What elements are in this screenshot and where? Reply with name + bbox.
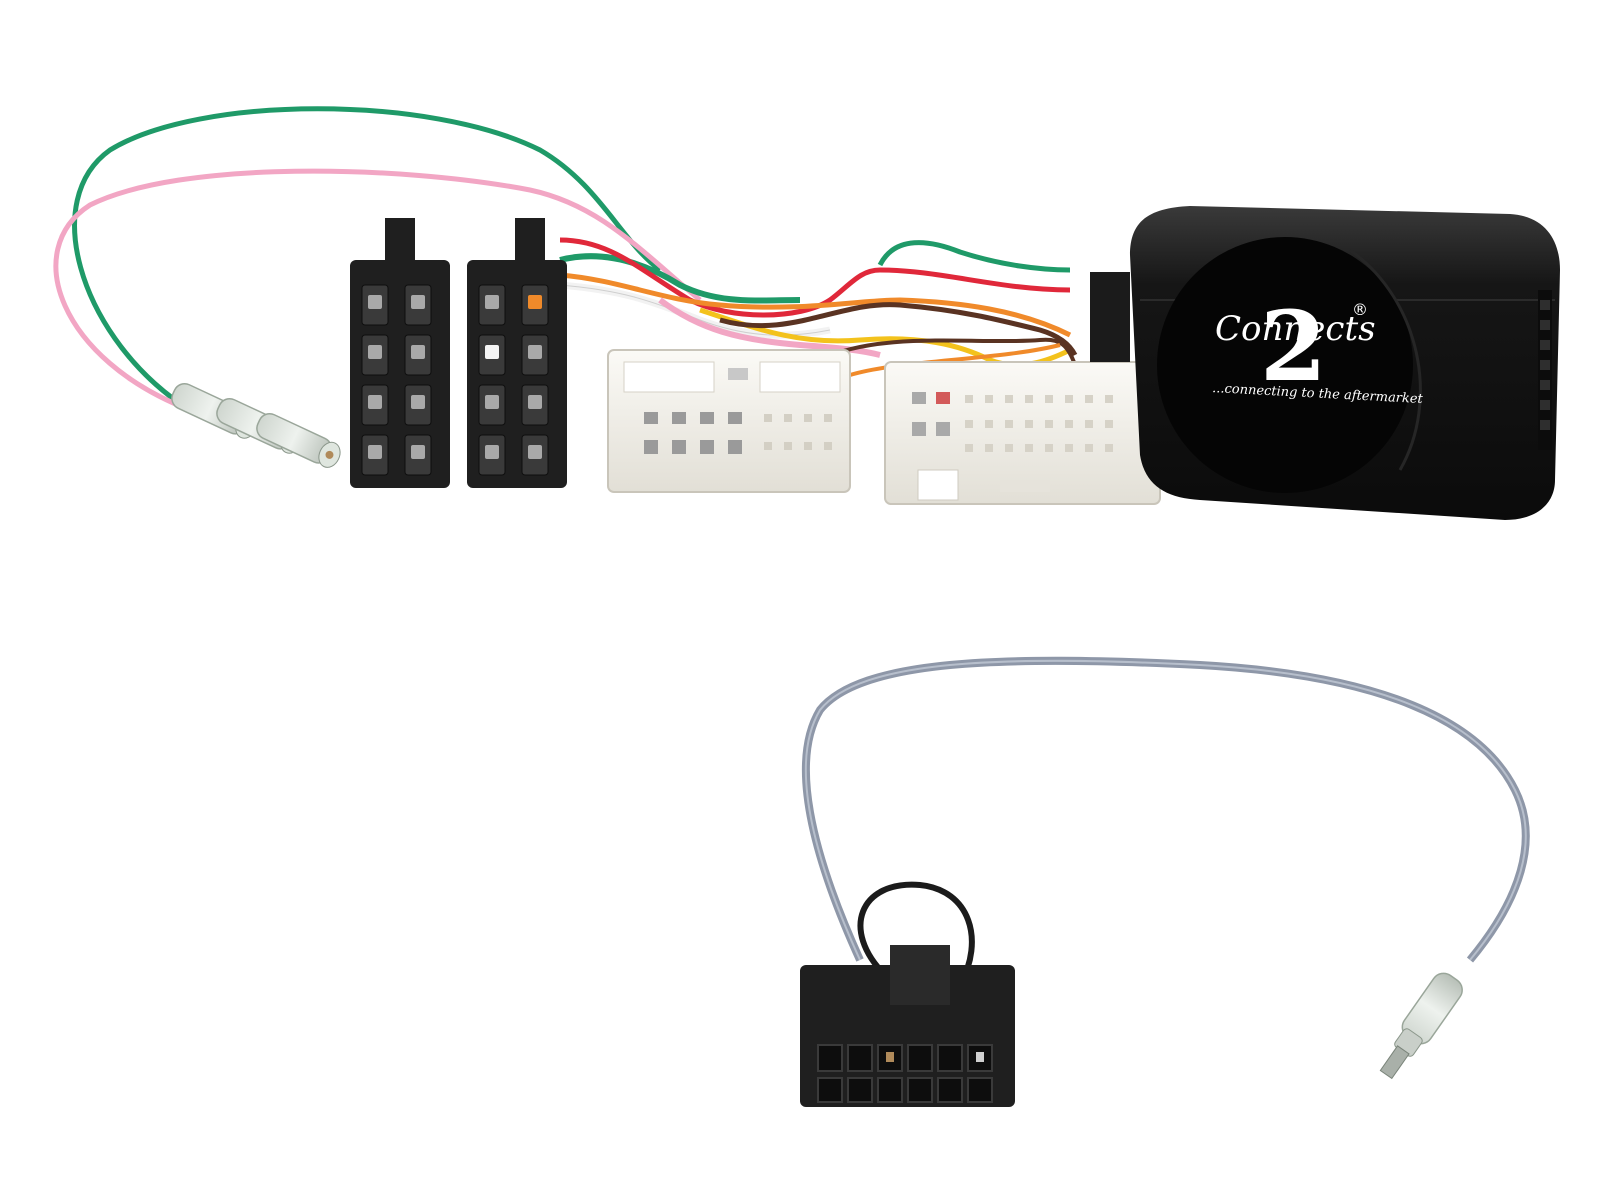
harness-wire-orange-2	[849, 343, 1061, 377]
interface-module	[1090, 206, 1560, 520]
upper-wire-loom	[53, 106, 1078, 413]
green-wire	[72, 106, 662, 403]
harness-wire-green-2	[559, 253, 801, 304]
lower-cable	[801, 656, 1530, 1080]
harness-wire-pink-2	[658, 297, 881, 358]
pink-wire	[53, 168, 702, 413]
iso-connector-left	[350, 218, 450, 488]
harness-wire-brown-2	[819, 337, 1077, 366]
harness-wire-orange	[559, 272, 1072, 338]
fakra-plug	[1379, 972, 1463, 1080]
white-connector-right	[884, 361, 1167, 505]
twelve-pin-connector	[800, 945, 1015, 1107]
logo-registered: ®	[1352, 300, 1368, 319]
iso-connector-right	[467, 218, 567, 488]
logo-script: Connects	[1215, 309, 1376, 349]
spade-terminals	[171, 382, 341, 468]
gray-lead-highlight	[804, 659, 1527, 961]
logo-digit: 2	[1260, 290, 1327, 403]
harness-wire-green-3	[877, 240, 1071, 273]
gray-lead	[801, 656, 1530, 963]
harness-wire-brown	[719, 302, 1078, 357]
white-connector-left	[607, 349, 851, 493]
logo-disc	[1157, 237, 1413, 493]
black-loop-wire	[857, 881, 975, 987]
